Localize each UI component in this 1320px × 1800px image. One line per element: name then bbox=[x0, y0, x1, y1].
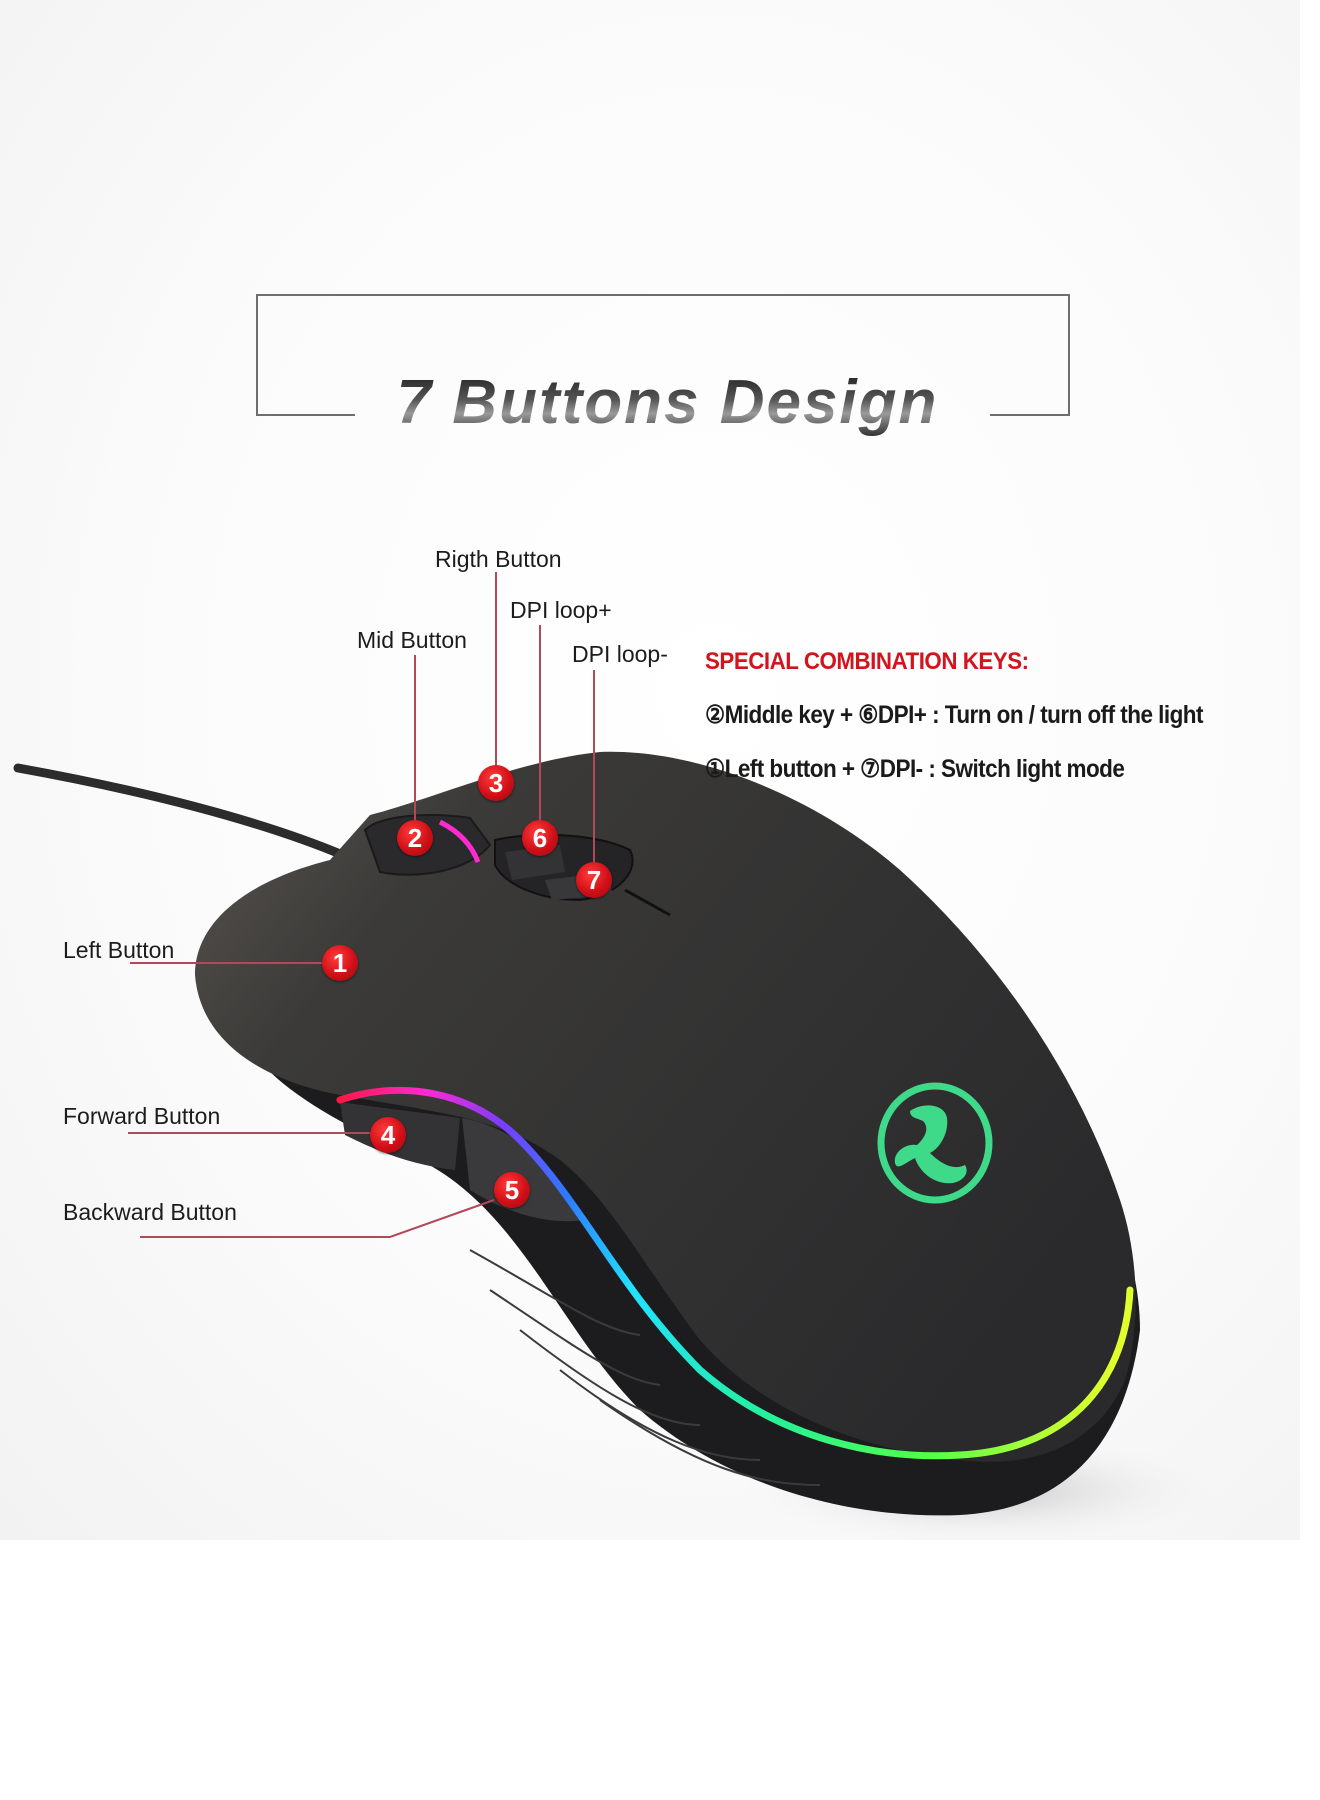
combination-line-1: ②Middle key + ⑥DPI+ : Turn on / turn off… bbox=[705, 701, 1203, 729]
badge-4-forward-button: 4 bbox=[370, 1117, 406, 1153]
label-left-button: Left Button bbox=[63, 937, 175, 963]
side-button-backward-shape bbox=[462, 1118, 585, 1222]
scorpion-logo-icon bbox=[877, 1082, 993, 1204]
leader-backward bbox=[140, 1199, 495, 1238]
badge-3-right-button: 3 bbox=[478, 765, 514, 801]
badge-2-mid-button: 2 bbox=[397, 820, 433, 856]
combination-line-2: ①Left button + ⑦DPI- : Switch light mode bbox=[705, 755, 1125, 783]
badge-6-dpi-plus: 6 bbox=[522, 820, 558, 856]
badge-7-dpi-minus: 7 bbox=[576, 862, 612, 898]
combination-heading: SPECIAL COMBINATION KEYS: bbox=[705, 648, 1029, 675]
label-backward-button: Backward Button bbox=[63, 1199, 237, 1225]
leader-lines bbox=[128, 572, 595, 1238]
dpi-plus-button-shape bbox=[505, 845, 565, 880]
label-right-button: Rigth Button bbox=[435, 546, 562, 572]
grip-ridges bbox=[469, 1249, 821, 1486]
badge-1-left-button: 1 bbox=[322, 945, 358, 981]
label-dpi-loop-plus: DPI loop+ bbox=[510, 597, 612, 623]
scroll-wheel-light bbox=[438, 819, 481, 863]
page-title: 7 Buttons Design bbox=[375, 368, 960, 438]
label-dpi-loop-minus: DPI loop- bbox=[572, 641, 668, 667]
mouse-cable bbox=[13, 763, 350, 861]
mouse-body bbox=[195, 751, 1136, 1462]
label-forward-button: Forward Button bbox=[63, 1103, 221, 1129]
label-mid-button: Mid Button bbox=[357, 627, 467, 653]
rgb-light-strip bbox=[336, 1086, 1134, 1460]
title-frame bbox=[256, 294, 1070, 416]
badge-5-backward-button: 5 bbox=[494, 1172, 530, 1208]
top-seam bbox=[624, 888, 671, 917]
